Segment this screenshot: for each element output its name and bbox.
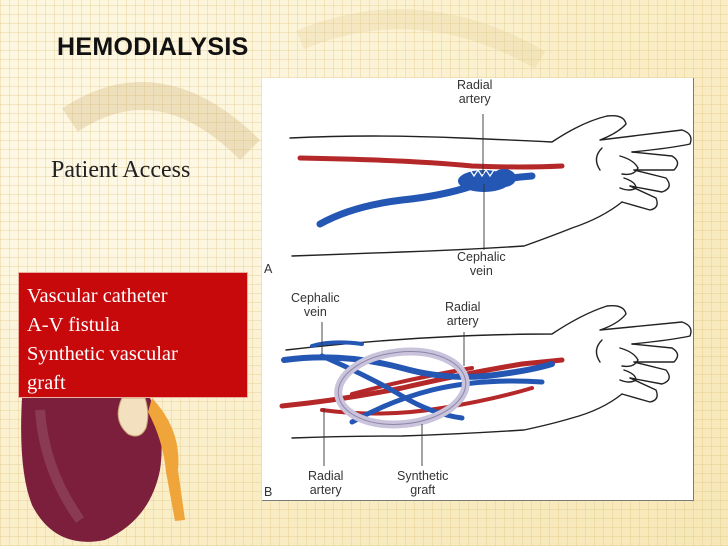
panel-b-label-radial-artery-top: Radial artery [445,300,480,328]
panel-a-label-cephalic-vein: Cephalic vein [457,250,506,278]
panel-b-letter: B [264,485,272,499]
slide-title: HEMODIALYSIS [57,33,249,62]
panel-b-label-synthetic-graft: Synthetic graft [397,469,448,497]
access-type-item: graft [27,369,247,398]
panel-b-label-radial-artery-bottom: Radial artery [308,469,343,497]
panel-b-vein-branch-3 [312,342,362,346]
label-line: artery [445,314,480,328]
panel-a-fistula-bulge [492,169,516,187]
panel-b-label-cephalic-vein: Cephalic vein [291,291,340,319]
access-types-box: Vascular catheter A-V fistula Synthetic … [18,272,248,398]
slide-subtitle: Patient Access [51,157,190,184]
faint-curve [70,96,250,150]
label-line: Cephalic [457,250,506,264]
vascular-access-figure: Radial artery Cephalic vein A Cephalic v… [262,78,694,501]
label-line: artery [457,92,492,106]
label-line: Radial [445,300,480,314]
label-line: Radial [457,78,492,92]
panel-a-radial-artery [300,158,562,167]
label-line: vein [291,305,340,319]
access-type-item: Synthetic vascular [27,340,247,369]
label-line: artery [308,483,343,497]
panel-a-label-radial-artery: Radial artery [457,78,492,106]
access-type-item: A-V fistula [27,311,247,340]
faint-swirl [300,19,540,60]
label-line: vein [457,264,506,278]
panel-a-letter: A [264,262,272,276]
access-type-item: Vascular catheter [27,282,247,311]
label-line: Radial [308,469,343,483]
label-line: Synthetic [397,469,448,483]
label-line: Cephalic [291,291,340,305]
label-line: graft [397,483,448,497]
arm-diagrams [262,78,693,500]
